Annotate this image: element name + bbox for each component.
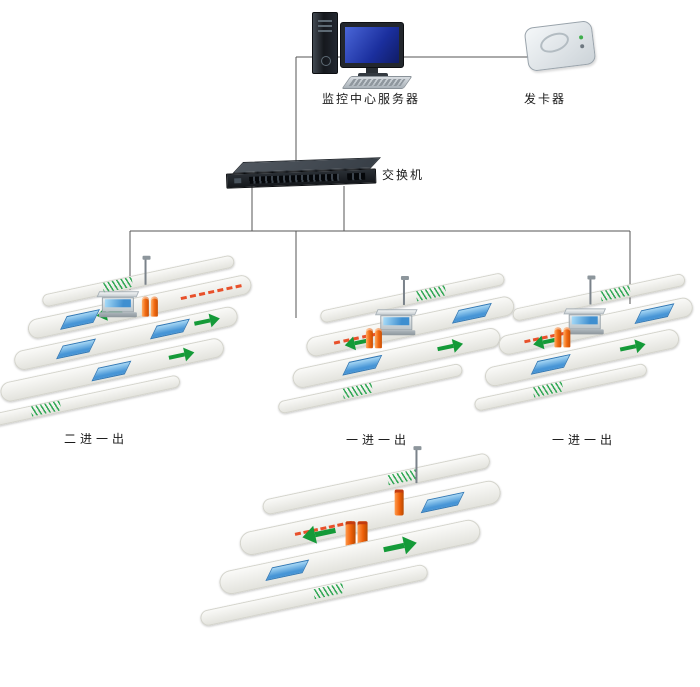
barrier-posts-icon [554,327,571,348]
booth-base [377,330,416,336]
machine-cabinet [394,489,404,516]
ticket-machine-icon [394,489,404,516]
bollard [374,328,382,349]
direction-arrow-right [168,352,185,360]
ground-sensor-pad [634,303,675,325]
ground-sensor-pad [420,491,465,514]
camera-pole-icon [144,258,147,285]
server-tower-icon [312,12,338,74]
card-issuer-icon [523,20,597,72]
booth-window [104,299,131,308]
direction-arrow-right [437,343,454,352]
station-label-2: 一进一出 [346,433,411,447]
bollard [365,328,373,349]
ground-sensor-pad [149,318,190,340]
grass-hatch [532,381,564,398]
booth-window [383,317,410,326]
toll-booth-icon [374,309,418,337]
server-label: 监控中心服务器 [322,92,421,106]
switch-status-light [234,178,242,184]
monitor-screen [345,27,399,63]
card-issuer-led-dark [579,44,585,49]
server-monitor-icon [340,22,404,68]
barrier-posts-icon [365,328,382,349]
ground-sensor-pad [342,354,383,376]
grass-hatch [312,583,345,600]
ground-sensor-pad [56,338,97,360]
booth-base [565,329,604,335]
switch-label: 交换机 [382,168,425,182]
card-issuer-antenna-icon [537,28,572,57]
grass-hatch [30,400,62,417]
camera-pole-icon [415,449,418,484]
booth-base [98,312,137,318]
toll-station-4 [198,449,515,653]
grass-hatch [599,285,632,302]
switch-ports [249,173,340,184]
ground-sensor-pad [265,559,310,582]
keyboard-icon [341,76,413,89]
bollard [141,296,149,317]
grass-hatch [415,285,447,302]
bollard [563,327,571,348]
direction-arrow-right [383,542,405,553]
station-label-1: 二进一出 [64,432,129,446]
monitor-stand [366,68,378,74]
camera-pole-icon [589,278,592,305]
toll-station-3 [473,272,697,412]
barrier-posts-icon [141,296,158,317]
grass-hatch [341,382,374,399]
ground-sensor-pad [530,353,571,375]
server-icon [310,8,414,92]
bollard [554,327,562,348]
booth-window [571,316,598,325]
camera-pole-icon [402,278,405,305]
ground-sensor-pad [91,360,132,382]
direction-arrow-right [619,344,637,352]
switch-icon [221,149,382,197]
topology-canvas: 监控中心服务器 发卡器 交换机 [0,0,700,664]
card-issuer-led-green [578,35,584,40]
toll-station-1 [0,254,268,428]
station-label-3: 一进一出 [552,433,617,447]
toll-booth-icon [96,291,140,319]
grass-hatch [386,469,419,486]
barrier-arm [180,284,242,300]
bollard [150,296,158,317]
switch-uplink-ports [347,172,366,181]
card-issuer-label: 发卡器 [524,92,567,106]
toll-booth-icon [563,308,607,336]
direction-arrow-right [193,318,211,326]
ground-sensor-pad [60,309,100,330]
